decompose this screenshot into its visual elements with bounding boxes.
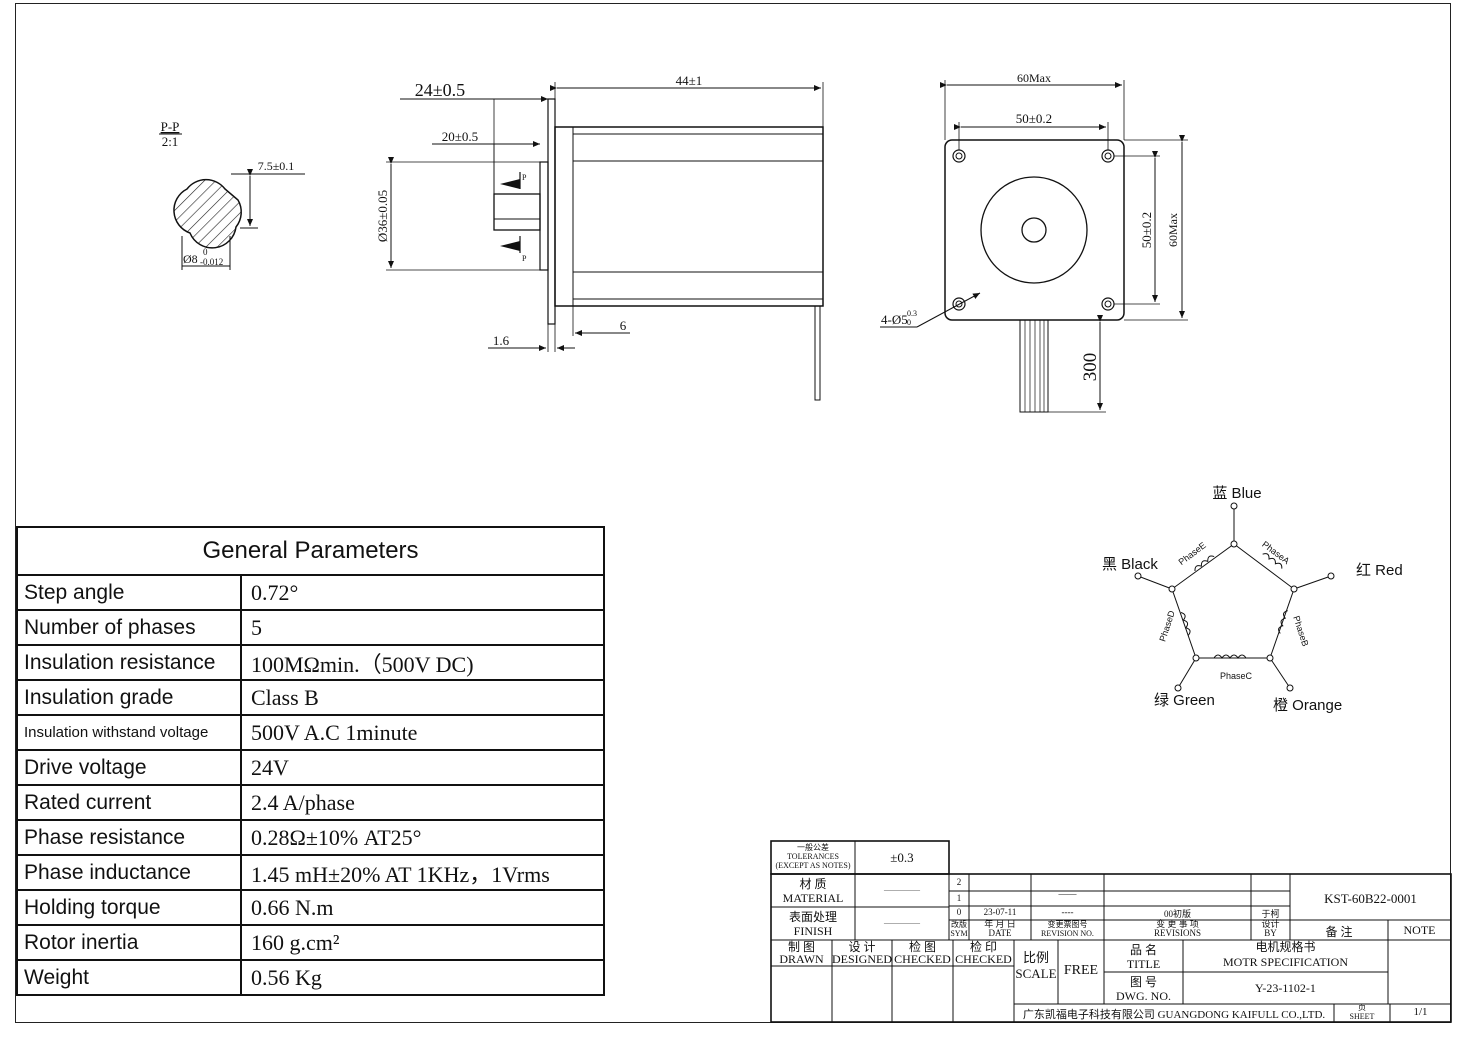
param-label: Holding torque: [16, 889, 242, 926]
overall-height-dim: 60Max: [1166, 213, 1180, 247]
param-label: Rotor inertia: [16, 924, 242, 961]
param-label: Rated current: [16, 784, 242, 821]
param-label: Phase inductance: [16, 854, 242, 891]
mounting-holes-tol-lower: 0: [907, 318, 911, 327]
param-value: 0.66 N.m: [240, 889, 605, 926]
param-label: Number of phases: [16, 609, 242, 646]
param-value: 0.28Ω±10% AT25°: [240, 819, 605, 856]
shaft-section: [173, 178, 242, 249]
section-mark-upper: P: [522, 173, 527, 182]
phase-d-label: PhaseD: [1157, 609, 1177, 643]
flat-dimension: 7.5±0.1: [258, 159, 295, 173]
param-label: Insulation resistance: [16, 644, 242, 681]
param-value: 0.56 Kg: [240, 959, 605, 996]
side-view-dimensions: 24±0.5 44±1 20±0.5 Ø36±0.05 1.6 6 P P: [375, 73, 702, 348]
param-value: 500V A.C 1minute: [240, 714, 605, 751]
shaft-diameter-tol-lower: -0.012: [200, 257, 223, 267]
param-label: Insulation withstand voltage: [16, 714, 242, 751]
boss-dim: 6: [620, 318, 627, 333]
shaft-length-dim: 24±0.5: [415, 80, 465, 100]
hole-pitch-vertical-dim: 50±0.2: [1139, 212, 1154, 248]
param-value: 2.4 A/phase: [240, 784, 605, 821]
flat-length-dim: 20±0.5: [442, 129, 478, 144]
section-label-top: P-P: [161, 119, 180, 134]
param-label: Step angle: [16, 574, 242, 611]
general-parameters-title: General Parameters: [16, 526, 605, 576]
param-label: Drive voltage: [16, 749, 242, 786]
param-value: 1.45 mH±20% AT 1KHz，1Vrms: [240, 854, 605, 891]
param-value: 160 g.cm²: [240, 924, 605, 961]
side-view: [386, 82, 824, 401]
shaft-diameter-tol-upper: 0: [203, 247, 208, 257]
mounting-holes-tol-upper: 0.3: [907, 309, 917, 318]
param-value: 5: [240, 609, 605, 646]
param-label: Insulation grade: [16, 679, 242, 716]
param-value: Class B: [240, 679, 605, 716]
drawing-sheet-border: [15, 3, 1451, 1023]
wire-black-label: 黑 Black: [1102, 556, 1158, 573]
front-view-dimensions: 60Max 50±0.2 50±0.2 60Max 300 4-Ø5 0.3 0: [881, 71, 1180, 381]
wire-orange-label: 橙 Orange: [1273, 697, 1342, 714]
mounting-holes-dim: 4-Ø5: [881, 312, 908, 327]
section-view: P-P 2:1 7.5±0.1 Ø8 0 -0.012: [159, 119, 305, 270]
wiring-diagram: [1134, 502, 1335, 692]
phase-c-label: PhaseC: [1220, 671, 1253, 681]
shaft-diameter: Ø8: [183, 252, 198, 266]
title-block-grid: [770, 840, 1452, 1023]
lead-length-dim: 300: [1080, 353, 1101, 382]
param-label: Weight: [16, 959, 242, 996]
wire-red-label: 红 Red: [1356, 562, 1403, 579]
hole-pitch-horizontal-dim: 50±0.2: [1016, 111, 1052, 126]
section-mark-lower: P: [522, 254, 527, 263]
phase-e-label: PhaseE: [1177, 540, 1208, 567]
phase-b-label: PhaseB: [1291, 615, 1310, 648]
param-label: Phase resistance: [16, 819, 242, 856]
wire-green-label: 绿 Green: [1154, 692, 1215, 709]
overall-width-dim: 60Max: [1017, 71, 1051, 85]
param-value: 0.72°: [240, 574, 605, 611]
pilot-diameter-dim: Ø36±0.05: [375, 190, 390, 242]
body-length-dim: 44±1: [676, 73, 703, 88]
param-value: 100MΩmin.（500V DC): [240, 644, 605, 681]
wiring-labels: 蓝 Blue 红 Red 橙 Orange 绿 Green 黑 Black Ph…: [1102, 485, 1403, 714]
wire-blue-label: 蓝 Blue: [1212, 485, 1261, 502]
front-view: [880, 80, 1188, 413]
param-value: 24V: [240, 749, 605, 786]
flange-thickness-dim: 1.6: [493, 333, 510, 348]
section-label-bottom: 2:1: [162, 134, 179, 149]
